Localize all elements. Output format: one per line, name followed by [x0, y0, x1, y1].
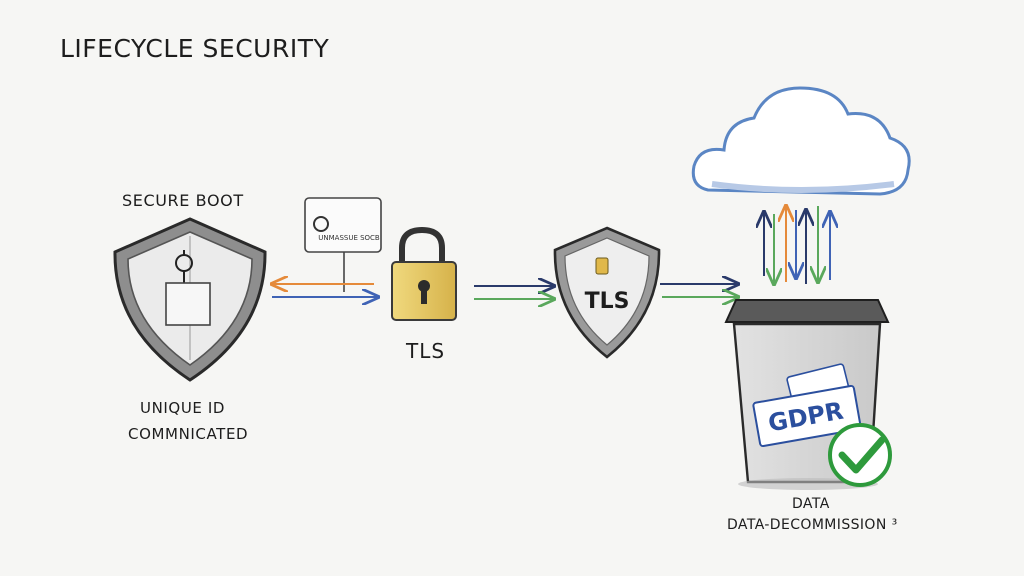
data-transfer-arrows	[764, 206, 830, 284]
certificate-label: UNMASSUE SOCB	[318, 234, 380, 242]
certificate-icon	[313, 216, 329, 232]
secure-boot-label: SECURE BOOT	[122, 191, 244, 210]
gdpr-card: GDPR	[752, 363, 862, 448]
decommission-label-line1: DATA	[792, 496, 830, 512]
padlock-tls-label: TLS	[406, 339, 446, 363]
cloud-icon	[691, 86, 911, 196]
decommission-label-line2: DATA-DECOMMISSION ³	[727, 517, 898, 533]
key-icon	[595, 257, 609, 275]
certificate-card	[304, 197, 382, 292]
tls-shield: TLS	[553, 226, 661, 359]
unique-id-caption-line1: UNIQUE ID	[140, 399, 226, 417]
diagram-title: LIFECYCLE SECURITY	[60, 34, 330, 63]
checkmark-icon	[828, 423, 892, 487]
secure-boot-shield	[113, 217, 267, 382]
tls-shield-label: TLS	[585, 289, 630, 314]
unique-id-caption-line2: COMMNICATED	[128, 425, 249, 443]
padlock-icon	[391, 226, 457, 321]
id-tag-icon	[165, 250, 211, 326]
